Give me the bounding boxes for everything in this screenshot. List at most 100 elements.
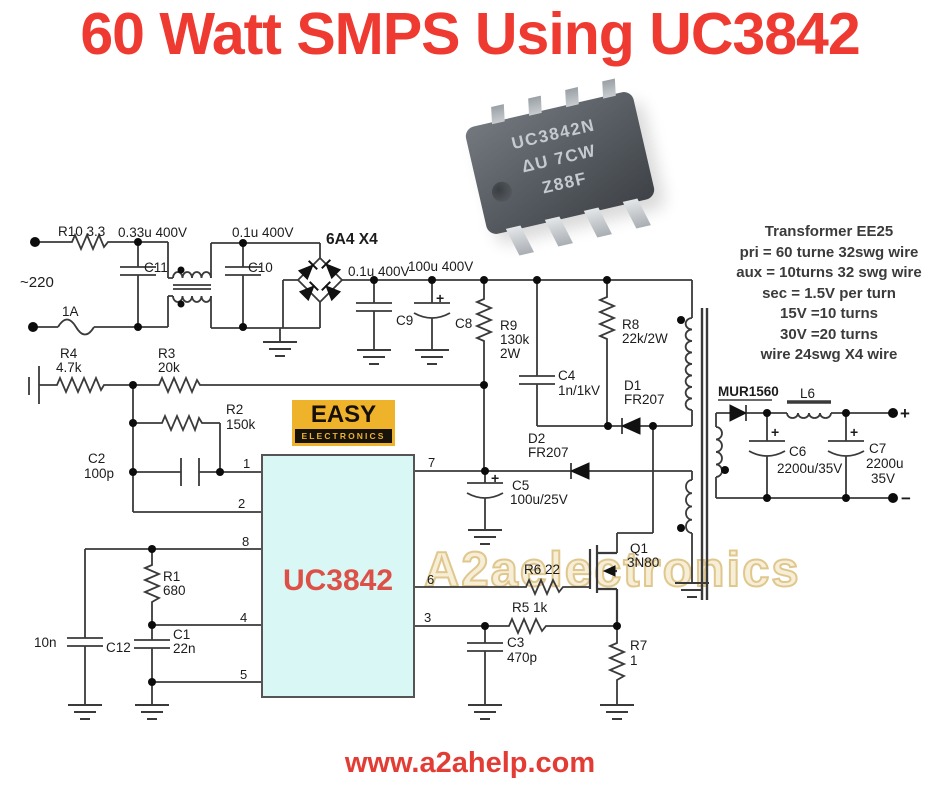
label-d2: D2 [528,431,545,446]
label-l6: L6 [800,386,815,401]
label-r8: R8 [622,317,639,332]
label-c10-value: 0.1u 400V [232,225,294,240]
transformer-notes-line: sec = 1.5V per turn [762,284,896,302]
label-r1-value: 680 [163,583,186,598]
uc3842-label: UC3842 [283,564,393,597]
chip-pin-icon [583,207,612,238]
pin-2: 2 [238,496,245,511]
label-r10: R10 3.3 [58,224,105,239]
mur1560-diode-icon [729,404,748,422]
label-r4-value: 4.7k [56,360,82,375]
label-c7-volt: 35V [871,471,895,486]
transformer-notes-line: 15V =10 turns [780,305,878,322]
label-r6: R6 22 [524,562,560,577]
label-c12-value: 10n [34,635,57,650]
label-c7: C7 [869,441,886,456]
label-c8: C8 [455,316,472,331]
label-r7-value: 1 [630,653,638,668]
label-c10: C10 [248,260,273,275]
label-c11: C11 [144,260,168,275]
label-q1-value: 3N80 [627,555,659,570]
label-c2: C2 [88,451,105,466]
diodes [297,259,748,577]
label-fuse: 1A [62,304,79,319]
label-r9-watt: 2W [500,346,521,361]
label-c6: C6 [789,444,806,459]
pin-6: 6 [427,572,434,587]
pin-3: 3 [424,610,431,625]
pin-numbers: 1 2 8 4 5 7 6 3 [238,455,435,682]
label-r2: R2 [226,402,243,417]
transformer-notes-line: aux = 10turns 32 swg wire [736,264,922,281]
label-r9: R9 [500,318,517,333]
pin-1: 1 [243,456,250,471]
junction-dots [28,237,898,686]
d1-diode-icon [620,417,641,435]
label-r3: R3 [158,346,175,361]
label-c12: C12 [106,640,131,655]
label-r9-value: 130k [500,332,530,347]
c7-polarity: + [850,424,858,440]
output-minus-terminal-label: − [901,489,911,508]
c8-polarity: + [436,290,444,306]
label-ac-input: ~220 [20,274,54,291]
ic-photo: UC3842N ΔU 7CW Z88F [452,78,682,274]
transformer-notes: Transformer EE25 pri = 60 turne 32swg wi… [718,222,940,366]
label-c1: C1 [173,627,190,642]
output-plus-terminal-label: + [900,404,910,423]
label-d2-value: FR207 [528,445,569,460]
label-c11-value: 0.33u 400V [118,225,187,240]
transformer-notes-line: 30V =20 turns [780,325,878,343]
chip-pin-icon [505,225,534,256]
label-r8-value: 22k/2W [622,331,668,346]
label-r2-value: 150k [226,417,256,432]
bridge-diode-icon [321,259,342,280]
bridge-diode-icon [297,260,318,281]
label-bridge: 6A4 X4 [326,231,378,248]
label-r4: R4 [60,346,78,361]
label-mur1560: MUR1560 [718,384,779,399]
label-r5: R5 1k [512,600,548,615]
page-title: 60 Watt SMPS Using UC3842 [80,1,860,67]
label-c4: C4 [558,368,576,383]
pin-8: 8 [242,534,249,549]
c6-polarity: + [771,424,779,440]
label-r1: R1 [163,569,180,584]
bridge-diode-icon [321,281,342,302]
label-c3-value: 470p [507,650,537,665]
transformer-notes-line: wire 24swg X4 wire [760,346,898,363]
transformer-notes-line: pri = 60 turne 32swg wire [739,243,919,261]
pin-7: 7 [428,455,435,470]
label-r3-value: 20k [158,360,180,375]
label-c6-value: 2200u/35V [777,461,842,476]
chip-pin-icon [544,216,573,247]
label-r7: R7 [630,638,647,653]
logo-electronics-text: ELECTRONICS [295,429,392,443]
uc3842-block [261,454,415,698]
component-labels: R10 3.3 0.33u 400V C11 0.1u 400V C10 6A4… [20,224,911,668]
label-q1: Q1 [630,541,648,556]
label-d1-value: FR207 [624,392,665,407]
label-c5-value: 100u/25V [510,492,568,507]
label-c5: C5 [512,478,529,493]
website-url: www.a2ahelp.com [344,747,596,779]
pin-4: 4 [240,610,247,625]
chip-pin-icon [622,198,651,229]
dip8-chip: UC3842N ΔU 7CW Z88F [463,78,657,256]
label-c9: C9 [396,313,413,328]
label-c9-value: 0.1u 400V [348,264,410,279]
pin-5: 5 [240,667,247,682]
mosfet-arrow-icon [602,565,616,577]
d2-diode-icon [569,462,590,480]
label-c8-value: 100u 400V [408,259,473,274]
label-c4-value: 1n/1kV [558,383,600,398]
label-c2-value: 100p [84,466,114,481]
c5-polarity: + [491,470,499,486]
logo-easy-text: EASY [310,401,377,428]
label-c3: C3 [507,635,524,650]
easy-electronics-logo: EASY ELECTRONICS [292,400,395,446]
resistors [53,232,627,684]
label-d1: D1 [624,378,641,393]
